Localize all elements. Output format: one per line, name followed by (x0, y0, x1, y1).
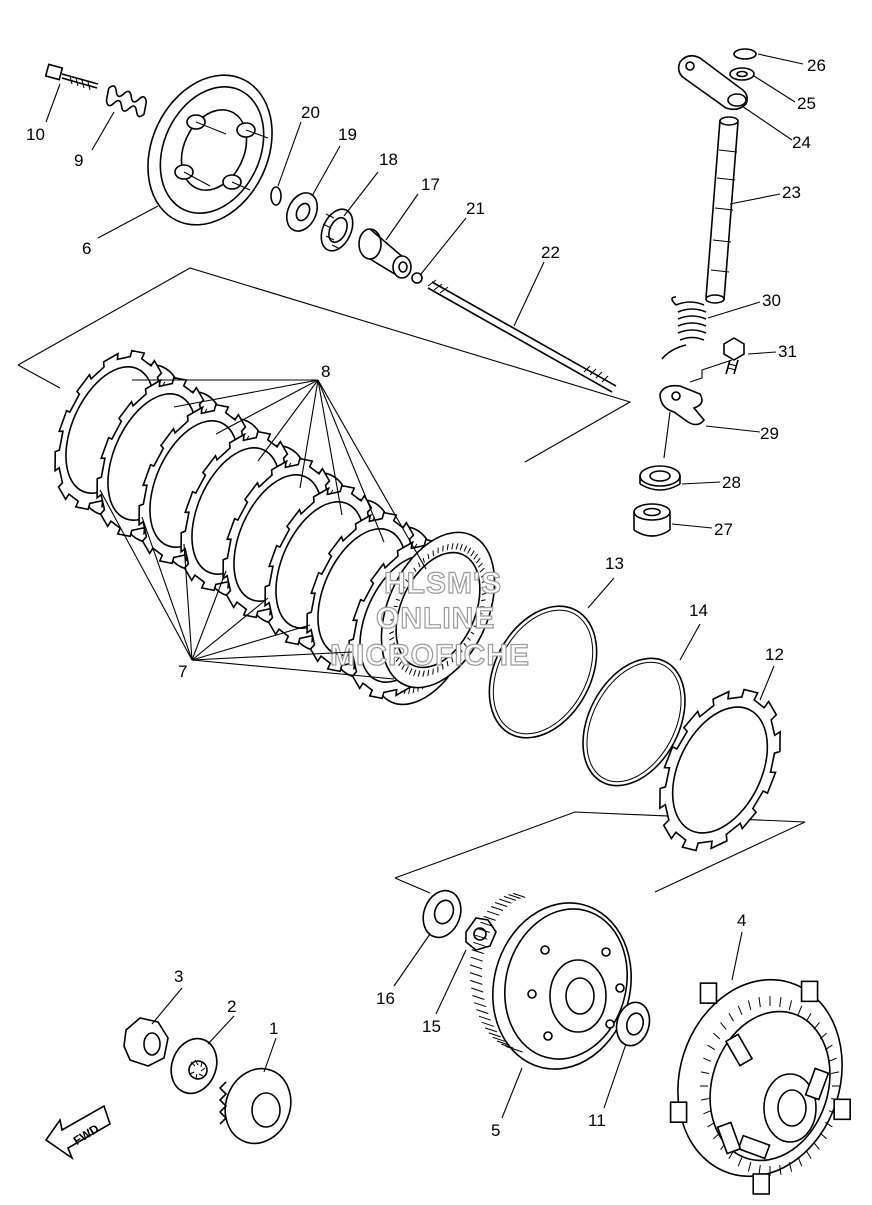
label-part-2: 2 (227, 997, 236, 1016)
label-part-30: 30 (762, 291, 781, 310)
bolt-part-31 (723, 337, 745, 375)
washer-part-25 (729, 67, 755, 81)
label-part-11: 11 (588, 1111, 606, 1130)
pressure-plate-part-6 (147, 74, 273, 226)
label-part-20: 20 (301, 103, 320, 122)
label-part-9: 9 (74, 151, 83, 170)
label-part-27: 27 (714, 520, 733, 539)
label-part-6: 6 (82, 239, 91, 258)
push-lever-shaft-part-23 (705, 116, 739, 304)
nut-part-3 (123, 1017, 169, 1067)
leader-fan-part-8 (132, 379, 427, 570)
label-part-23: 23 (782, 183, 801, 202)
label-part-18: 18 (379, 150, 398, 169)
primary-driven-gear-part-5 (469, 892, 632, 1070)
plate-group-boundary (17, 267, 632, 463)
plate-group-boundary-end (17, 364, 61, 389)
lever-part-24 (677, 54, 748, 111)
label-part-1: 1 (269, 1019, 278, 1038)
label-part-22: 22 (541, 243, 560, 262)
push-piece-part-17 (358, 228, 412, 279)
label-part-12: 12 (765, 645, 784, 664)
friction-plate-part-12 (659, 688, 781, 852)
label-part-7: 7 (178, 662, 187, 681)
leader-lines (45, 53, 804, 1119)
label-part-28: 28 (722, 473, 741, 492)
hub-group-boundary-end (394, 877, 431, 894)
circlip-part-26 (733, 48, 757, 60)
label-part-26: 26 (807, 56, 826, 75)
washer-part-19 (285, 192, 319, 232)
label-part-8: 8 (321, 362, 330, 381)
steel-plate-part-8 (380, 531, 496, 689)
clutch-boss-part-4 (669, 978, 851, 1195)
bolt-part-10 (44, 63, 99, 91)
watermark-line-3: MICROFICHE (330, 639, 530, 672)
label-part-3: 3 (174, 967, 183, 986)
clutch-plate-stack (54, 349, 496, 706)
label-part-13: 13 (605, 554, 624, 573)
spacer-part-16 (422, 889, 462, 939)
circlip-part-20 (270, 186, 282, 206)
part-labels: 1 2 3 4 5 6 7 8 9 10 11 12 13 14 15 16 1… (26, 56, 826, 1140)
fwd-arrow-icon: FWD (44, 1104, 111, 1161)
oring-part-14 (582, 657, 686, 787)
watermark-line-1: HLSM'S (384, 567, 502, 600)
label-part-4: 4 (737, 911, 746, 930)
leader-fan-part-7 (99, 489, 395, 680)
plate-part-29 (659, 359, 733, 459)
label-part-15: 15 (422, 1017, 441, 1036)
label-part-19: 19 (338, 125, 357, 144)
oring-part-13 (488, 605, 598, 739)
label-part-10: 10 (26, 125, 45, 144)
label-part-14: 14 (689, 601, 708, 620)
collar-part-1 (218, 1067, 292, 1145)
label-part-17: 17 (421, 175, 440, 194)
thrust-washer-part-11 (615, 1001, 651, 1047)
label-part-16: 16 (376, 989, 395, 1008)
bearing-part-18 (320, 208, 354, 252)
watermark: HLSM'S ONLINE MICROFICHE (329, 566, 530, 672)
ball-part-21 (411, 272, 423, 284)
label-part-24: 24 (792, 133, 811, 152)
label-part-25: 25 (797, 94, 816, 113)
label-part-31: 31 (778, 342, 797, 361)
lock-washer-part-2 (170, 1037, 218, 1095)
spring-part-9 (105, 85, 148, 118)
label-part-21: 21 (466, 199, 485, 218)
friction-plate-12-ring (659, 688, 781, 852)
collar-part-27 (633, 503, 671, 537)
watermark-line-2: ONLINE (376, 602, 495, 635)
bearing-part-28 (639, 465, 681, 491)
push-rod-part-22 (427, 279, 617, 393)
label-part-29: 29 (760, 424, 779, 443)
spring-part-30 (661, 296, 707, 360)
label-part-5: 5 (491, 1121, 500, 1140)
